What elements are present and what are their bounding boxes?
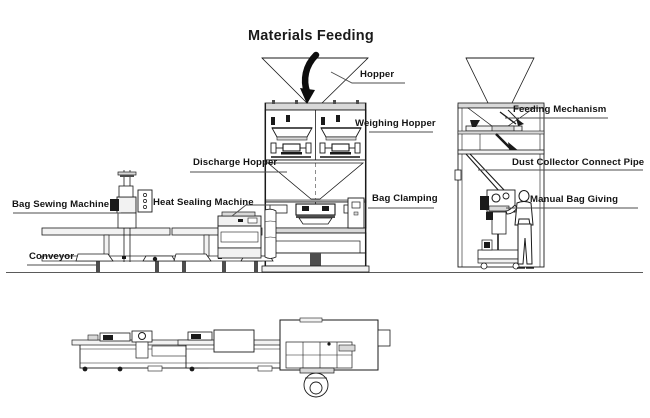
label-conveyor: Conveyor [29,251,75,262]
weighing-hopper-right [319,115,362,158]
plan-view [71,317,391,398]
dust-collector-connect-pipe [454,153,506,193]
label-bag-sewing-machine: Bag Sewing Machine [12,199,110,210]
operator-figure [505,190,534,269]
label-hopper: Hopper [360,69,395,80]
weighing-section [264,100,367,161]
leader-lines [13,71,643,266]
feeding-mechanism [457,102,545,155]
plan-main-machine [279,317,391,398]
bag-sewing-machine [110,170,153,262]
discharge-hopper [264,159,367,203]
conveyor-legs [96,234,258,272]
label-weighing-hopper: Weighing Hopper [355,118,436,129]
main-tower [261,57,370,273]
label-discharge-hopper: Discharge Hopper [193,157,278,168]
manual-bag-giving [477,189,523,270]
right-hopper [465,57,535,106]
page-title: Materials Feeding [248,28,374,44]
control-cabinet [347,197,365,229]
weighing-hopper-left [270,115,313,158]
plan-heat-seal-unit [187,329,255,353]
label-dust-collector-connect-pipe: Dust Collector Connect Pipe [512,157,645,168]
label-feeding-mechanism: Feeding Mechanism [513,104,607,115]
label-manual-bag-giving: Manual Bag Giving [530,194,619,205]
materials-feeding-arrow [300,51,320,104]
heat-sealing-machine [217,208,277,259]
label-bag-clamping: Bag Clamping [372,193,438,204]
right-tower [454,57,545,270]
label-heat-sealing-machine: Heat Sealing Machine [153,197,254,208]
conveyor-line [41,170,277,272]
plan-sewing-head [87,330,195,359]
